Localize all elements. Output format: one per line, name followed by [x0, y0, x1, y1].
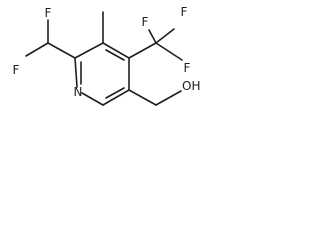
bond-c6-n — [81, 92, 104, 106]
bond-c5-c6 — [102, 89, 130, 106]
atom-labels: F F N F F F OH — [13, 5, 201, 99]
atom-f-trifluoromethyl-top: F — [181, 5, 188, 19]
chemical-structure: F F N F F F OH — [13, 5, 201, 106]
pyridine-ring — [74, 42, 130, 106]
atom-f-trifluoromethyl-right: F — [184, 61, 191, 75]
bond-c2-c3 — [74, 42, 104, 59]
bond-cf3-f-right — [155, 42, 183, 61]
bond-cf3-f-top — [155, 28, 175, 44]
bond-n-c2 — [74, 57, 78, 88]
bond-c3-c4 — [102, 42, 130, 59]
bond-chf2-f-lower — [25, 42, 49, 57]
bond-c2-chf2 — [47, 42, 76, 59]
atom-f-difluoromethyl-lower: F — [13, 63, 20, 77]
atom-hydroxyl: OH — [182, 79, 200, 93]
bond-ch2-oh — [155, 90, 182, 106]
bond-c3-c4-inner — [105, 49, 125, 61]
bond-c5-c6-inner — [105, 87, 125, 99]
atom-f-trifluoromethyl-left: F — [142, 15, 149, 29]
bond-c5-ch2 — [128, 89, 157, 106]
substituent-bonds — [25, 11, 183, 106]
bond-c4-cf3 — [128, 42, 157, 59]
atom-f-difluoromethyl-upper: F — [45, 6, 52, 20]
bond-cf3-f-left — [148, 29, 157, 44]
atom-n-ring: N — [74, 85, 83, 99]
